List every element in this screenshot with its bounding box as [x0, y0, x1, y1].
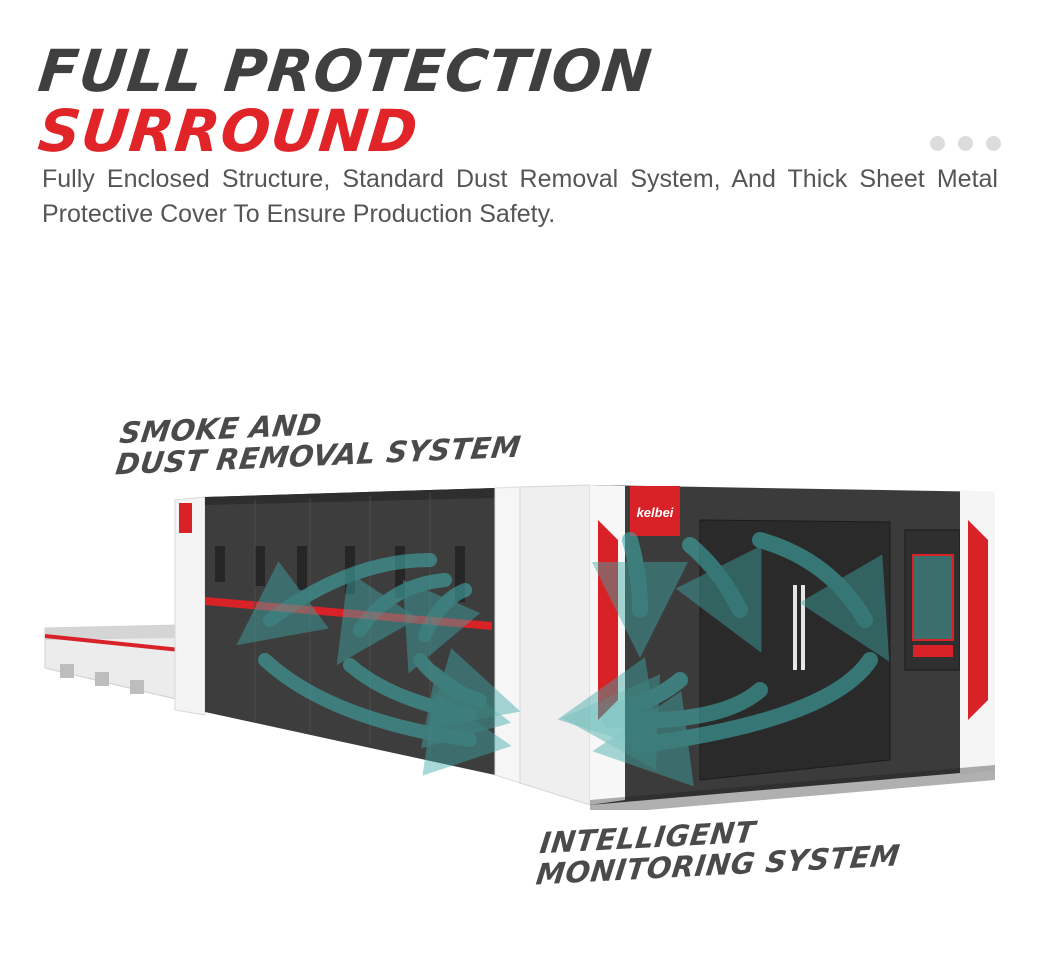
carousel-dot[interactable]	[986, 136, 1001, 151]
heading-line-1: FULL PROTECTION	[35, 37, 656, 105]
brand-badge: kelbei	[630, 486, 680, 536]
intelligent-monitoring-callout: INTELLIGENT MONITORING SYSTEM	[534, 809, 905, 892]
control-panel	[904, 529, 961, 671]
description-text: Fully Enclosed Structure, Standard Dust …	[42, 165, 998, 228]
airflow-arrows-front	[557, 532, 890, 787]
laser-cutting-machine-illustration: kelbei	[44, 484, 995, 810]
middle-pillar	[494, 484, 591, 806]
carousel-dots	[930, 136, 1001, 151]
carousel-dot[interactable]	[958, 136, 973, 151]
airflow-arrows-side	[236, 553, 521, 776]
heading-line-2: SURROUND	[35, 97, 422, 165]
rear-frame-red-badge	[179, 503, 192, 533]
rear-frame	[174, 496, 206, 716]
brand-logo-text: kelbei	[637, 505, 674, 520]
smoke-dust-removal-callout: SMOKE AND DUST REMOVAL SYSTEM	[114, 400, 527, 481]
monitor-screen	[912, 554, 954, 641]
exchange-table	[44, 624, 181, 701]
carousel-dot[interactable]	[930, 136, 945, 151]
